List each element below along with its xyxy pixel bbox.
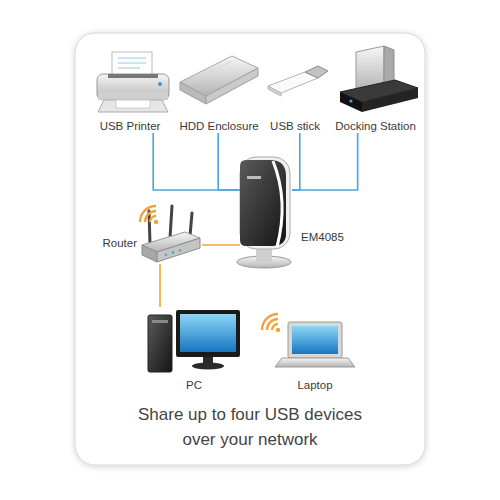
laptop-lid: [288, 322, 342, 358]
network-link: [159, 264, 161, 307]
usb-link: [153, 133, 240, 190]
network-link: [202, 244, 240, 246]
hdd-front: [180, 82, 206, 104]
laptop-icon: [262, 314, 355, 367]
stick-plug: [305, 66, 328, 78]
router-leds: [165, 250, 181, 255]
laptop-screen: [292, 326, 338, 354]
wifi-dot: [154, 220, 158, 224]
hdd-groove: [190, 61, 232, 82]
pc-tower: [148, 315, 172, 372]
server-front: [240, 160, 286, 246]
server-shell: [240, 157, 290, 249]
device-label: Router: [102, 236, 137, 250]
monitor-frame: [176, 310, 240, 357]
printer-output: [116, 100, 150, 108]
docking-station-icon: [340, 46, 418, 112]
dock-led: [349, 99, 352, 102]
server-logo: [247, 176, 261, 179]
monitor-base: [192, 363, 224, 370]
device-label: USB stick: [270, 119, 320, 133]
printer-slot: [108, 74, 158, 78]
wifi-dot: [276, 328, 280, 332]
printer-body: [97, 74, 169, 100]
router-front: [142, 245, 157, 262]
usb-link: [292, 133, 300, 190]
device-label: USB Printer: [100, 119, 161, 133]
device-label: EM4085: [301, 230, 344, 244]
stick-edge: [268, 86, 281, 96]
router-side: [157, 238, 200, 262]
wifi-waves: [262, 314, 278, 330]
server-swoosh: [273, 161, 282, 247]
printer-front: [98, 92, 168, 100]
usb-stick-icon: [268, 66, 328, 96]
hdd-side: [206, 68, 258, 104]
hdd-enclosure-icon: [180, 56, 258, 104]
device-label: HDD Enclosure: [179, 119, 258, 133]
printer-icon: [97, 52, 169, 112]
usb-link: [292, 133, 358, 190]
pc-drive: [152, 320, 168, 323]
device-label: Laptop: [297, 378, 332, 392]
device-node: USB Printer: [90, 50, 170, 133]
dock-front: [340, 92, 362, 112]
monitor-screen: [180, 314, 236, 352]
device-node: HDD Enclosure: [178, 50, 260, 133]
computer-node: PC: [145, 307, 243, 392]
card: [75, 33, 425, 465]
router-icon: [140, 206, 200, 262]
device-node: USB stick: [265, 60, 325, 133]
printer-tray: [98, 100, 168, 112]
printer-led: [158, 82, 162, 86]
device-label: PC: [186, 378, 202, 392]
computer-node: Laptop: [272, 312, 358, 392]
usb-server-icon: [237, 157, 291, 268]
caption: Share up to four USB devices over your n…: [120, 402, 380, 452]
device-node: Docking Station: [333, 40, 418, 133]
usb-server-node: EM4085: [240, 155, 292, 268]
usb-link: [218, 133, 240, 190]
paper-lines: [118, 58, 146, 68]
device-label: Docking Station: [335, 119, 416, 133]
laptop-base: [275, 358, 355, 367]
router-node: Router: [140, 203, 202, 264]
wifi-waves: [140, 206, 156, 222]
pc-icon: [148, 310, 240, 372]
dock-side: [362, 88, 418, 112]
